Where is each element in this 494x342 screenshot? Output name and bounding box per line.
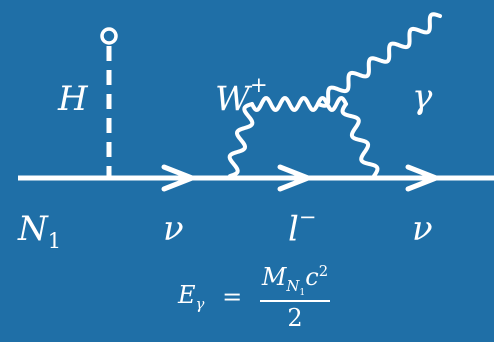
nu-out-symbol: ν: [412, 209, 433, 249]
w-charge: +: [249, 72, 268, 97]
formula-m: M: [261, 263, 287, 291]
label-photon: γ: [412, 80, 432, 114]
formula-c-power: 2: [318, 262, 329, 280]
n-symbol: N: [18, 209, 48, 249]
w-boson-line-right: [340, 102, 380, 178]
w-boson-line-left: [227, 102, 255, 178]
formula-e-subscript: γ: [195, 294, 205, 313]
lepton-charge: −: [298, 204, 317, 229]
arrow-lepton: [277, 164, 311, 192]
energy-formula: Eγ = MN1c2 2: [178, 262, 331, 332]
formula-c: c: [305, 263, 319, 291]
label-higgs: H: [58, 82, 88, 116]
formula-equals: =: [222, 282, 243, 311]
arrow-nu-right: [405, 164, 439, 192]
formula-numerator: MN1c2: [259, 262, 331, 302]
label-nu-out: ν: [412, 212, 433, 246]
w-symbol: W: [215, 79, 250, 120]
higgs-symbol: H: [58, 79, 88, 119]
formula-fraction: MN1c2 2: [259, 262, 331, 332]
formula-m-subscript: N1: [286, 276, 306, 298]
formula-m-sub-n: N: [286, 276, 300, 295]
formula-e: E: [178, 280, 196, 309]
nu-internal-symbol: ν: [163, 209, 184, 249]
label-nu-internal: ν: [163, 212, 184, 246]
label-lepton: l−: [288, 206, 317, 250]
higgs-vev-circle: [100, 27, 118, 45]
label-n1: N1: [18, 212, 61, 251]
photon-line: [316, 12, 442, 108]
formula-denominator: 2: [287, 303, 303, 332]
formula-m-sub-index: 1: [299, 286, 306, 298]
n-index: 1: [47, 227, 62, 253]
label-w-boson: W+: [215, 74, 268, 120]
lepton-symbol: l: [288, 209, 299, 250]
w-boson-line-top: [250, 96, 348, 112]
arrow-nu-left: [161, 164, 195, 192]
formula-lhs: Eγ: [178, 281, 204, 313]
photon-symbol: γ: [412, 77, 433, 117]
